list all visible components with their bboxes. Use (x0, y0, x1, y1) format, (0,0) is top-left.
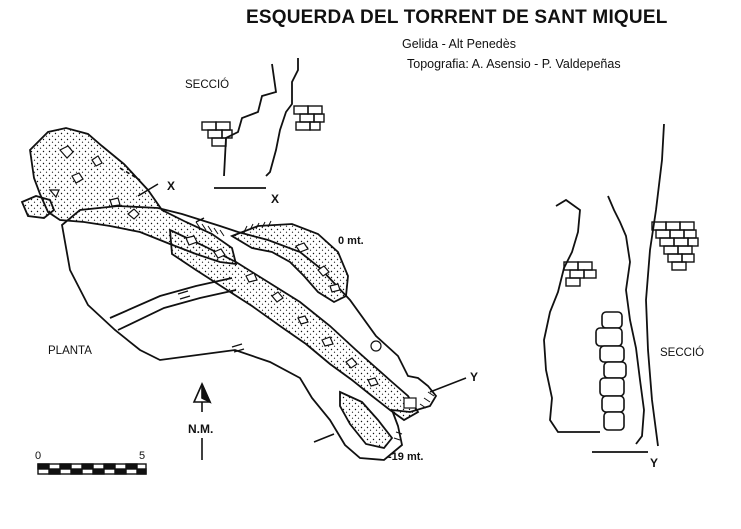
scale-end-label: 5 (139, 450, 146, 462)
plan-outer-outline (61, 205, 438, 461)
plan-shaft-gallery (229, 223, 349, 304)
depth-top-label: 0 mt. (338, 235, 364, 247)
plan-side-passage-b (117, 289, 237, 331)
section-y-view (543, 123, 699, 453)
plan-view (20, 127, 438, 461)
plan-label: PLANTA (48, 345, 92, 357)
section-x-marker: X (271, 192, 280, 206)
plan-drip-marks (177, 217, 245, 353)
depth-bottom-label: -19 mt. (388, 451, 424, 463)
section-y-outer-cliff (645, 123, 665, 447)
plan-section-line-x (119, 167, 159, 197)
section-y-label: SECCIÓ (660, 347, 705, 359)
plan-hachures (195, 220, 435, 441)
plan-boulders (48, 145, 417, 409)
plan-y-marker: Y (470, 370, 479, 384)
section-y-right-wall (607, 195, 645, 445)
section-x-view (201, 58, 325, 189)
section-y-marker: Y (650, 456, 659, 470)
location-text: Gelida - Alt Penedès (402, 37, 516, 51)
north-label: N.M. (188, 422, 214, 436)
plan-x-marker: X (167, 179, 176, 193)
section-x-left-wall (223, 63, 278, 177)
plan-lower-pocket (339, 390, 394, 450)
section-y-left-wall (543, 198, 600, 433)
topography-credit: Topografia: A. Asensio - P. Valdepeñas (407, 57, 621, 71)
section-x-label: SECCIÓ (185, 79, 230, 91)
plan-rubble-area (29, 127, 238, 266)
plan-side-passage (109, 277, 233, 319)
page-title: ESQUERDA DEL TORRENT DE SANT MIQUEL (246, 7, 668, 28)
section-x-right-wall (265, 58, 299, 177)
north-arrow-icon (192, 382, 212, 460)
plan-rubble-small (20, 195, 56, 219)
scale-start-label: 0 (35, 450, 42, 462)
scale-bar (37, 463, 147, 475)
plan-main-gallery (168, 228, 420, 422)
plan-section-line-y (313, 377, 467, 443)
